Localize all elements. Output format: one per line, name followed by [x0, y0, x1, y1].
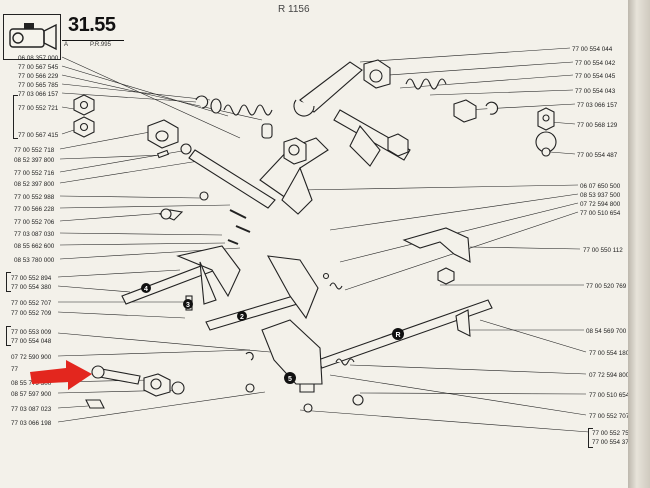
- part-number: 77 00 510 654: [589, 392, 630, 399]
- part-number: 77 00 552 716: [14, 170, 55, 177]
- header-rule: [62, 40, 124, 41]
- header-sub-right: P.R.995: [90, 42, 111, 48]
- part-number: 07 72 590 900: [11, 354, 52, 361]
- part-number: 77 00 554 042: [575, 60, 616, 67]
- part-number: 77 00 552 707: [589, 413, 630, 420]
- part-number: 08 55 779 500: [11, 380, 52, 387]
- part-number: 77 00 520 769: [586, 283, 627, 290]
- header-sub-left: A: [64, 42, 69, 48]
- part-number: 77 00 554 380: [11, 284, 52, 291]
- part-number: 77 00 554 045: [575, 73, 616, 80]
- callout-4-marker: [141, 283, 151, 293]
- callout-R: R: [395, 332, 400, 339]
- part-number: 77 00 554 043: [575, 88, 616, 95]
- part-number: 77 00 568 129: [577, 122, 618, 129]
- part-number: 77 00 554 487: [577, 152, 618, 159]
- part-number: 77 00 554 376: [592, 439, 633, 446]
- part-number: 77 00 567 415: [18, 132, 59, 139]
- part-number: 77 00 510 654: [580, 210, 621, 217]
- part-number: 08 55 662 600: [14, 243, 55, 250]
- bracket: [13, 95, 18, 139]
- part-number: 77: [11, 366, 19, 373]
- part-number: 08 54 569 700: [586, 328, 627, 335]
- callout-2: 2: [240, 314, 244, 321]
- part-number: 77 00 554 048: [11, 338, 52, 345]
- part-number: 06 07 650 500: [580, 183, 621, 190]
- gearbox-thumbnail-icon: [3, 14, 61, 60]
- part-number: 08 57 597 900: [11, 391, 52, 398]
- bracket: [588, 428, 593, 448]
- book-binding: [628, 0, 650, 488]
- part-number: 77 03 087 023: [11, 406, 52, 413]
- part-number: 77 00 554 180: [589, 350, 630, 357]
- catalog-page: 31.55 A P.R.995 R 1156 06 08 357 000 77 …: [0, 0, 632, 488]
- top-reference: R 1156: [278, 4, 310, 15]
- part-number: 77 03 066 157: [18, 91, 59, 98]
- part-number: 77 00 552 758: [592, 430, 633, 437]
- part-number: 77 00 552 707: [11, 300, 52, 307]
- part-number: 77 00 552 894: [11, 275, 52, 282]
- part-number: 08 52 397 800: [14, 181, 55, 188]
- part-number: 77 03 066 198: [11, 420, 52, 427]
- callout-4: 4: [144, 286, 148, 293]
- part-number: 06 08 357 000: [18, 55, 59, 62]
- part-number: 77 00 566 229: [18, 73, 59, 80]
- part-number: 77 00 567 545: [18, 64, 59, 71]
- part-number: 07 72 594 800: [589, 372, 630, 379]
- part-number: 08 53 937 500: [580, 192, 621, 199]
- part-number: 77 00 550 112: [583, 247, 623, 254]
- part-number: 77 00 553 009: [11, 329, 52, 336]
- part-number: 77 03 087 030: [14, 231, 55, 238]
- part-number: 77 00 552 709: [11, 310, 52, 317]
- part-number: 77 00 552 718: [14, 147, 55, 154]
- part-number: 77 00 552 988: [14, 194, 55, 201]
- part-number: 77 00 552 721: [18, 105, 59, 112]
- part-number: 08 53 780 000: [14, 257, 55, 264]
- callout-5: 5: [288, 376, 292, 383]
- page-number: 31.55: [68, 14, 116, 36]
- red-arrow-icon: [30, 360, 92, 390]
- part-number: 77 00 566 228: [14, 206, 55, 213]
- callout-3-marker: [183, 299, 193, 309]
- callout-3: 3: [186, 302, 190, 309]
- bracket: [6, 272, 11, 292]
- callout-R-marker: [392, 328, 404, 340]
- part-number: 77 00 552 706: [14, 219, 55, 226]
- exploded-gearbox-drawing: R 5 2 3 4: [30, 47, 590, 433]
- part-number: 77 03 066 157: [577, 102, 618, 109]
- callout-2-marker: [237, 311, 247, 321]
- part-number: 77 00 565 785: [18, 82, 59, 89]
- callout-5-marker: [284, 372, 296, 384]
- part-number: 07 72 594 800: [580, 201, 621, 208]
- part-number: 08 52 397 800: [14, 157, 55, 164]
- bracket: [6, 326, 11, 346]
- part-number: 77 00 554 044: [572, 46, 613, 53]
- callouts: R 5 2 3 4: [141, 283, 404, 384]
